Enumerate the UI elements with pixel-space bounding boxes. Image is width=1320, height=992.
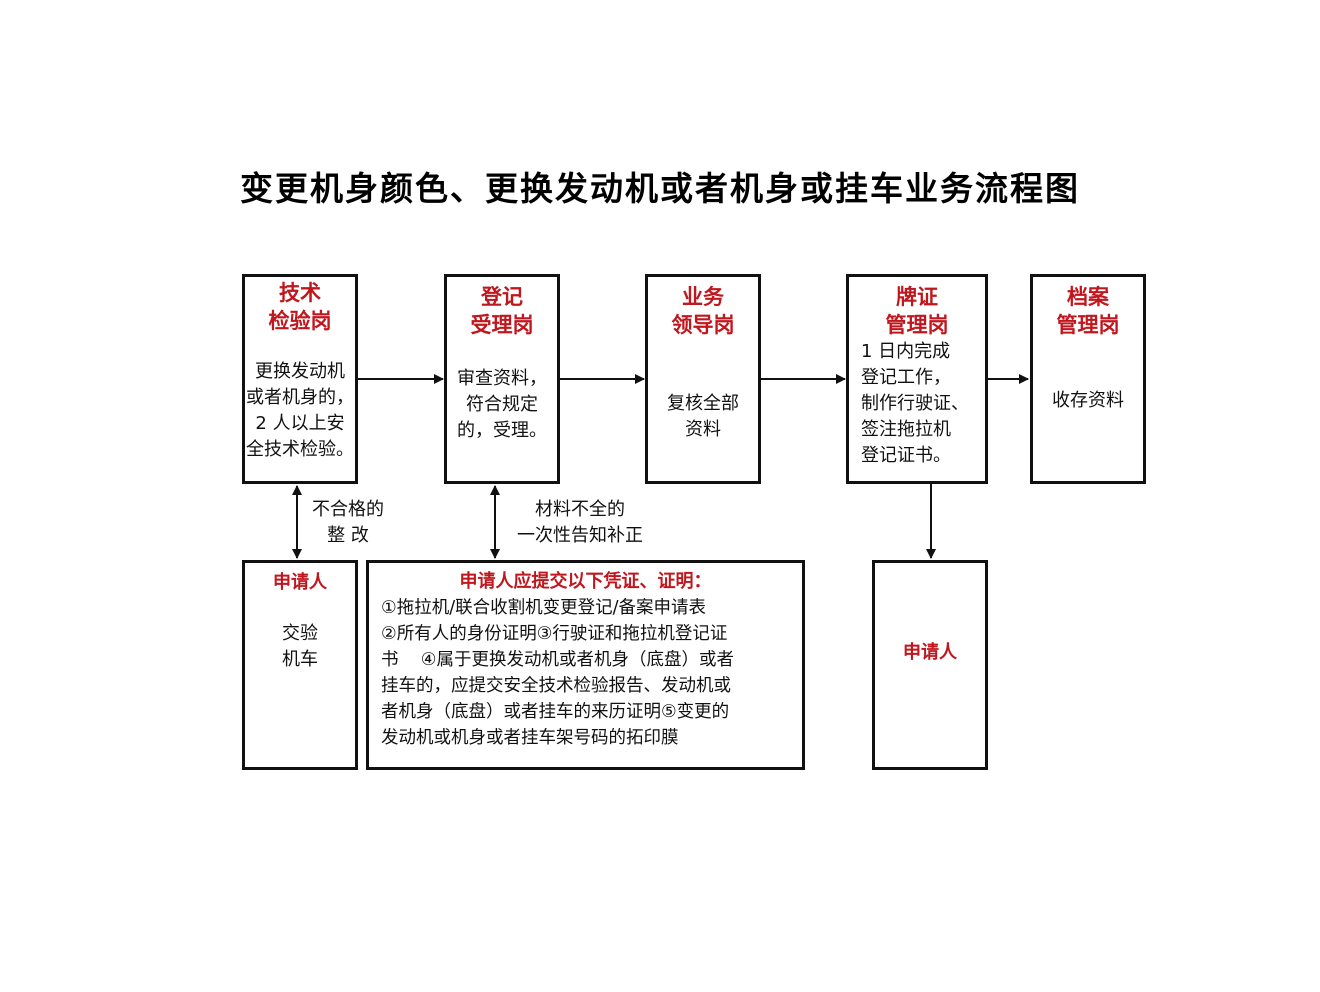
desc-tech-inspection: 更换发动机 或者机身的， 2 人以上安 全技术检验。 [246, 361, 354, 460]
box-plate-management: 牌证 管理岗 1 日内完成 登记工作， 制作行驶证、 签注拖拉机 登记证书。 [846, 274, 988, 484]
desc-plate-management: 1 日内完成 登记工作， 制作行驶证、 签注拖拉机 登记证书。 [861, 341, 969, 466]
documents-line: 挂车的，应提交安全技术检验报告、发动机或 [381, 676, 731, 696]
role-business-leader: 业务 领导岗 [671, 284, 735, 337]
note-incomplete-materials: 材料不全的 一次性告知补正 [517, 499, 643, 546]
box-business-leader: 业务 领导岗 复核全部 资料 [645, 274, 761, 484]
box-archive-management: 档案 管理岗 收存资料 [1030, 274, 1146, 484]
desc-business-leader: 复核全部 资料 [667, 393, 739, 440]
documents-line: 者机身（底盘）或者挂车的来历证明⑤变更的 [381, 702, 730, 722]
role-archive-management: 档案 管理岗 [1056, 284, 1120, 337]
role-applicant: 申请人 [273, 572, 327, 593]
desc-applicant-inspection: 交验 机车 [282, 623, 318, 670]
role-registration: 登记 受理岗 [470, 284, 534, 337]
documents-line: 书 ④属于更换发动机或者机身（底盘）或者 [381, 650, 734, 670]
documents-heading: 申请人应提交以下凭证、证明： [459, 571, 712, 592]
documents-list: ①拖拉机/联合收割机变更登记/备案申请表 ②所有人的身份证明③行驶证和拖拉机登记… [381, 595, 795, 751]
page-title: 变更机身颜色、更换发动机或者机身或挂车业务流程图 [240, 169, 1080, 208]
note-rectify: 不合格的 整 改 [312, 499, 384, 546]
box-tech-inspection: 技术 检验岗 更换发动机 或者机身的， 2 人以上安 全技术检验。 [242, 274, 358, 484]
documents-line: ②所有人的身份证明③行驶证和拖拉机登记证 [381, 624, 728, 644]
box-applicant-receive: 申请人 [872, 560, 988, 770]
role-tech-inspection: 技术 检验岗 [268, 280, 332, 333]
documents-line: ①拖拉机/联合收割机变更登记/备案申请表 [381, 598, 706, 618]
box-applicant-inspection: 申请人 交验 机车 [242, 560, 358, 770]
box-required-documents: 申请人应提交以下凭证、证明： ①拖拉机/联合收割机变更登记/备案申请表 ②所有人… [366, 560, 805, 770]
desc-archive-management: 收存资料 [1052, 390, 1124, 411]
documents-line: 发动机或机身或者挂车架号码的拓印膜 [381, 728, 679, 748]
desc-registration: 审查资料， 符合规定 的，受理。 [457, 368, 547, 441]
role-applicant-receive: 申请人 [903, 642, 957, 663]
role-plate-management: 牌证 管理岗 [885, 284, 949, 337]
box-registration: 登记 受理岗 审查资料， 符合规定 的，受理。 [444, 274, 560, 484]
